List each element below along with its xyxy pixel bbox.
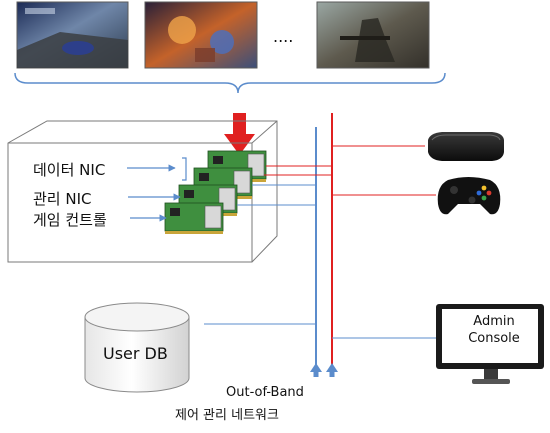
- set-top-box-icon: [428, 132, 504, 161]
- racing-game-screenshot: [16, 1, 129, 69]
- nic-connectors: [237, 165, 332, 206]
- nic-card: [164, 202, 224, 234]
- nic-label-pointers: [127, 157, 187, 222]
- bus-up-arrows: [310, 363, 338, 377]
- ellipsis: ....: [273, 27, 293, 46]
- mgmt-nic-label: 관리 NIC: [33, 190, 92, 208]
- admin-console-label: Admin Console: [452, 313, 536, 347]
- user-db-cylinder: [84, 302, 190, 393]
- gamepad-icon: [437, 177, 501, 215]
- shooter-game-screenshot: [316, 1, 430, 69]
- screenshots-brace: [14, 72, 446, 94]
- server-box: [7, 120, 278, 263]
- stream-down-arrow: [224, 113, 255, 155]
- user-db-label: User DB: [103, 344, 168, 363]
- oob-label-line2: 제어 관리 네트워크: [175, 408, 279, 423]
- admin-console-line1: Admin: [473, 314, 515, 329]
- data-nic-label: 데이터 NIC: [33, 161, 106, 179]
- data-nic-bracket: [182, 157, 187, 181]
- nic-cards: [164, 150, 267, 234]
- game-control-label: 게임 컨트롤: [33, 211, 107, 229]
- action-game-screenshot: [144, 1, 258, 69]
- admin-console-monitor: [436, 304, 544, 384]
- admin-console-line2: Console: [468, 331, 520, 346]
- oob-label-line1: Out-of-Band: [226, 385, 304, 400]
